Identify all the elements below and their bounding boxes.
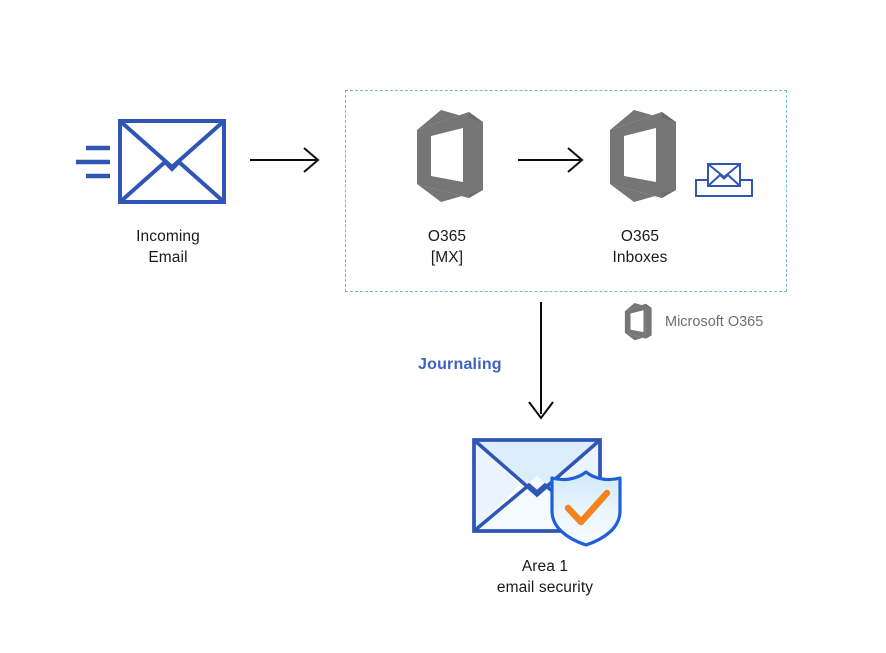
incoming-email-label: Incoming Email	[136, 228, 200, 266]
o365-mx-node	[405, 110, 489, 204]
incoming-email-node	[72, 115, 227, 215]
arrow-mx-to-inboxes	[518, 145, 588, 177]
area1-email-security-node	[468, 432, 633, 547]
legend-label: Microsoft O365	[665, 314, 764, 330]
o365-inboxes-node	[598, 110, 682, 204]
microsoft-o365-dashed-zone	[345, 90, 787, 292]
office-365-logo-icon	[610, 110, 676, 202]
legend-office-logo	[620, 303, 654, 341]
envelope-shield-check-icon	[472, 438, 622, 547]
arrow-incoming-to-mx	[250, 145, 324, 177]
office-365-logo-icon	[417, 110, 483, 202]
journaling-edge-label: Journaling	[418, 356, 502, 373]
arrow-inboxes-to-area1	[524, 302, 560, 422]
envelope-with-motion-lines-icon	[76, 119, 226, 204]
inbox-tray-envelope-icon	[695, 163, 753, 197]
area1-email-security-label: Area 1 email security	[496, 558, 594, 596]
o365-inboxes-label: O365 Inboxes	[612, 228, 668, 266]
o365-inbox-tray-icon-wrap	[694, 160, 754, 200]
o365-mx-label: O365 [MX]	[427, 228, 467, 266]
office-365-logo-icon	[624, 303, 652, 341]
